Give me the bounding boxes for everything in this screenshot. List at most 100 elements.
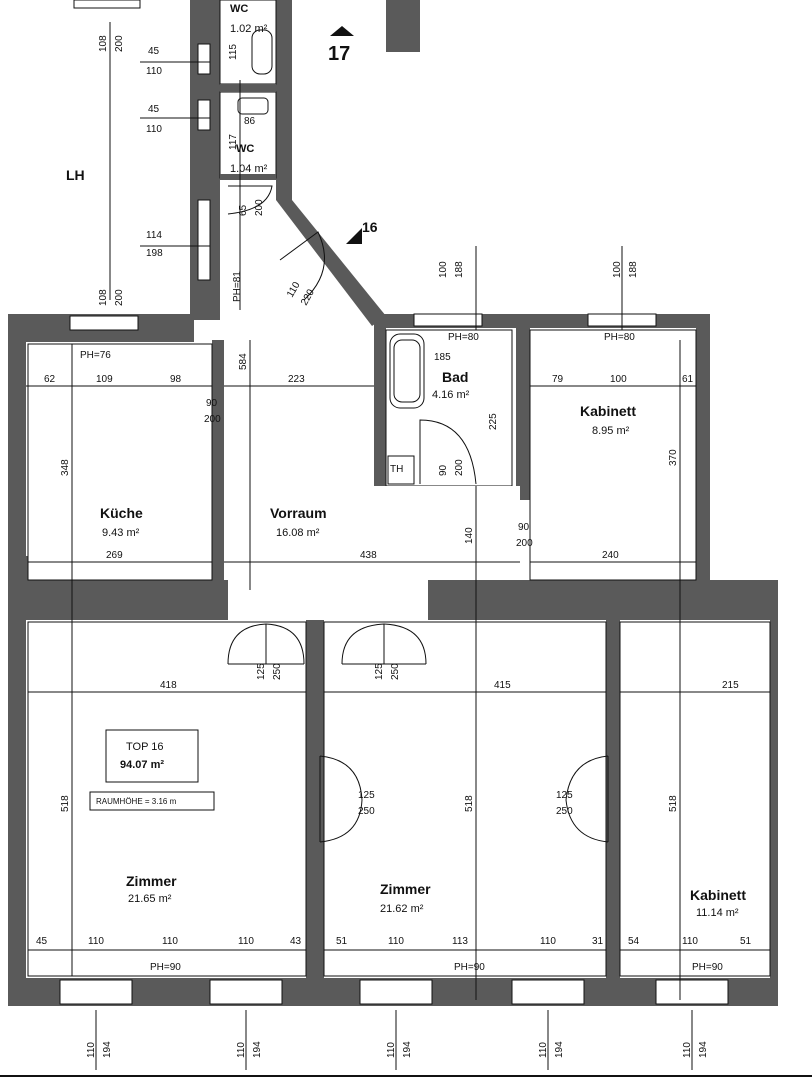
zimmer2-fill: [323, 621, 607, 977]
dim-wc2-b: 110: [146, 124, 162, 135]
dim-k2-110: 110: [682, 936, 698, 947]
dim-kab1-win-b: 188: [628, 261, 639, 278]
lh-fill: [10, 0, 190, 310]
dim-kab2-height: 518: [668, 795, 679, 812]
wall-kueche-vorraum: [212, 340, 224, 580]
dim-kd200: 200: [204, 414, 221, 425]
dim-bw5a: 110: [682, 1042, 693, 1058]
dim-109: 109: [96, 374, 113, 385]
stair-17-arrow-icon: [330, 26, 354, 36]
dim-98: 98: [170, 374, 182, 385]
dim-z2-height: 518: [464, 795, 475, 812]
dim-z1-width: 418: [160, 680, 177, 691]
top-area: 94.07 m²: [120, 759, 164, 771]
room-wc2-area: 1.04 m²: [230, 163, 268, 175]
dim-bw3b: 194: [402, 1041, 413, 1058]
window-z1-a: [59, 979, 133, 1005]
dimension-lines: [26, 22, 770, 1070]
dim-370: 370: [668, 449, 679, 466]
room-kabinett1-area: 8.95 m²: [592, 425, 630, 437]
dim-z1d250: 250: [272, 663, 283, 680]
dim-348: 348: [60, 459, 71, 476]
ph-kab1: PH=80: [604, 332, 635, 343]
dim-269: 269: [106, 550, 123, 561]
dim-z2-51: 51: [336, 936, 348, 947]
door-between-zimmer: [319, 755, 363, 843]
dim-223: 223: [288, 374, 305, 385]
dim-z2-width: 415: [494, 680, 511, 691]
wall-kab-zimmer: [428, 580, 778, 620]
th-label: TH: [390, 464, 403, 475]
dim-wc-door-a: 65: [238, 204, 249, 216]
dim-md250: 250: [358, 806, 375, 817]
th-box: [387, 455, 415, 485]
room-kueche-area: 9.43 m²: [102, 527, 140, 539]
window-z2-a: [359, 979, 433, 1005]
dim-wc2-117: 117: [228, 134, 239, 150]
bathtub: [389, 333, 425, 409]
dim-rd250: 250: [556, 806, 573, 817]
wall-zimmer-kab: [606, 620, 620, 980]
dim-lh-w1a: 108: [98, 35, 109, 52]
dim-bw1a: 110: [86, 1042, 97, 1058]
stair-16-label: 16: [362, 219, 378, 235]
dim-kab1-win-a: 100: [612, 261, 623, 278]
dim-240: 240: [602, 550, 619, 561]
dim-z1-110b: 110: [162, 936, 178, 947]
window-wc2: [197, 99, 211, 131]
dim-bw4b: 194: [554, 1041, 565, 1058]
dim-z2d125: 125: [374, 663, 385, 680]
window-kab2: [655, 979, 729, 1005]
room-zimmer2-name: Zimmer: [380, 881, 431, 897]
dim-lh-w1b: 200: [114, 35, 125, 52]
ph-bad: PH=80: [448, 332, 479, 343]
dim-bd200: 200: [454, 459, 465, 476]
ph-kueche: PH=76: [80, 350, 111, 361]
door-bad: [419, 419, 477, 485]
dim-lh-w2a: 108: [98, 289, 109, 306]
room-zimmer2-area: 21.62 m²: [380, 903, 424, 915]
dim-z2d250: 250: [390, 663, 401, 680]
wall-wc-stair: [276, 0, 292, 200]
ph-wc: PH=81: [232, 271, 243, 302]
wc-bottom: [220, 174, 276, 180]
toilet-1: [251, 29, 273, 75]
dim-z2-110b: 110: [540, 936, 556, 947]
room-bad-area: 4.16 m²: [432, 389, 470, 401]
vertical-dims: 108 200 108 200 115 117 65 200 110 220 1…: [60, 35, 709, 1058]
room-vorraum-area: 16.08 m²: [276, 527, 320, 539]
window-bad: [413, 313, 483, 327]
dim-rd125: 125: [556, 790, 573, 801]
stair-17-label: 17: [328, 43, 350, 65]
wall-zimmer-zimmer: [306, 620, 324, 980]
ph-z2: PH=90: [454, 962, 485, 973]
dim-bad-win-b: 188: [454, 261, 465, 278]
wc-divider: [220, 84, 276, 92]
dim-z1d125: 125: [256, 663, 267, 680]
dim-bw1b: 194: [102, 1041, 113, 1058]
top-box: [105, 729, 199, 783]
dim-79: 79: [552, 374, 564, 385]
outer-wall-right-upper: [696, 314, 710, 582]
vorraum-fill: [224, 340, 520, 620]
dim-140: 140: [464, 527, 475, 544]
wall-stair-top: [386, 0, 420, 52]
dim-wc2-a: 45: [148, 104, 160, 115]
dim-bw3a: 110: [386, 1042, 397, 1058]
window-lh-side: [197, 199, 211, 281]
door-zimmer1-right: [265, 623, 305, 665]
dim-entry-b: 220: [299, 287, 317, 307]
dim-584: 584: [238, 353, 249, 370]
door-zimmer1-left: [227, 623, 267, 665]
dim-wc1-a: 45: [148, 46, 160, 57]
dim-wc1-b: 110: [146, 66, 162, 77]
dim-lh-d-a: 114: [146, 230, 162, 241]
dim-100: 100: [610, 374, 627, 385]
room-kueche-name: Küche: [100, 505, 143, 521]
wall-stair-diagonal: [276, 200, 386, 326]
kabinett1-fill: [529, 329, 697, 581]
dim-kd90: 90: [206, 398, 218, 409]
room-zimmer1-name: Zimmer: [126, 873, 177, 889]
dim-bad-win-a: 100: [438, 261, 449, 278]
